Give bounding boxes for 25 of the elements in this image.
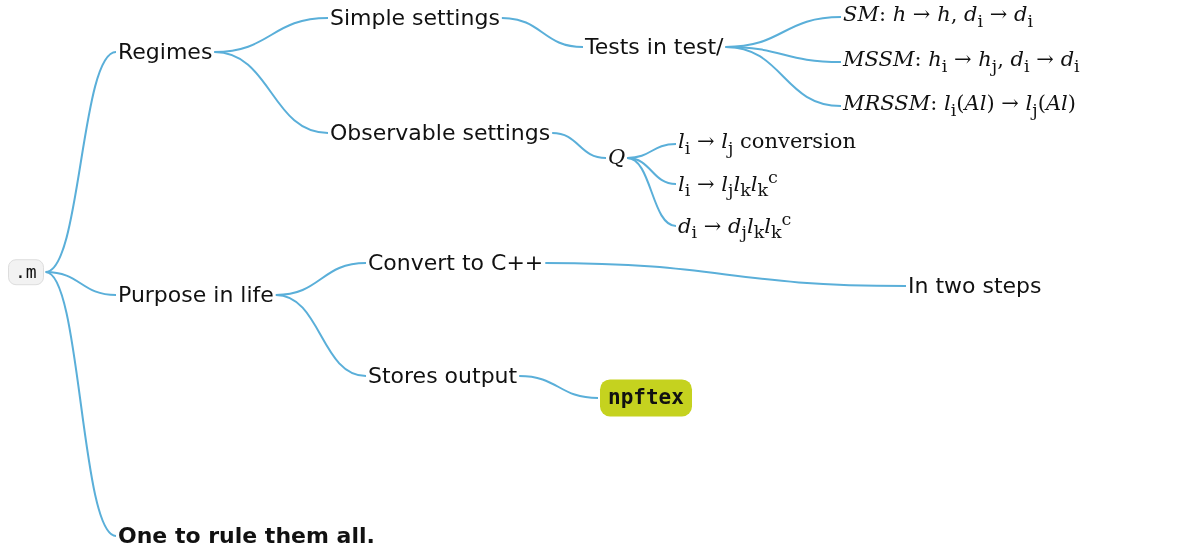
topic-label: Convert to C++ [368,249,544,277]
highlight-chip: npftex [600,379,692,417]
branch-line [274,294,367,377]
conclusion-label: One to rule them all. [118,522,375,548]
branch-line [626,157,677,227]
formula-label: SM: h → h, d$_{i}$ → d$_{i}$ [843,2,1034,32]
formula-label: Q [608,145,626,171]
topic-label: Tests in test/ [585,33,724,61]
branch-line [500,17,584,48]
formula-label: MSSM: h$_{i}$ → h$_{j}$, d$_{i}$ → d$_{i}$ [843,47,1080,77]
topic-label: Simple settings [330,4,500,32]
branch-line [551,132,607,159]
formula-label: l$_{i}$ → l$_{j}$ conversion [678,129,857,159]
branch-line [724,46,842,107]
topic-label: Stores output [368,362,518,390]
branch-line [44,271,117,537]
branch-line [544,262,907,287]
topic-label: Regimes [118,38,213,66]
topic-label: Purpose in life [118,281,274,309]
branch-line [213,51,329,134]
code-chip: .m [8,259,44,285]
topic-label: In two steps [908,272,1042,300]
formula-label: MRSSM: l$_{i}$(Al) → l$_{j}$(Al) [843,91,1076,121]
topic-label: Observable settings [330,119,551,147]
branch-line [518,375,599,399]
